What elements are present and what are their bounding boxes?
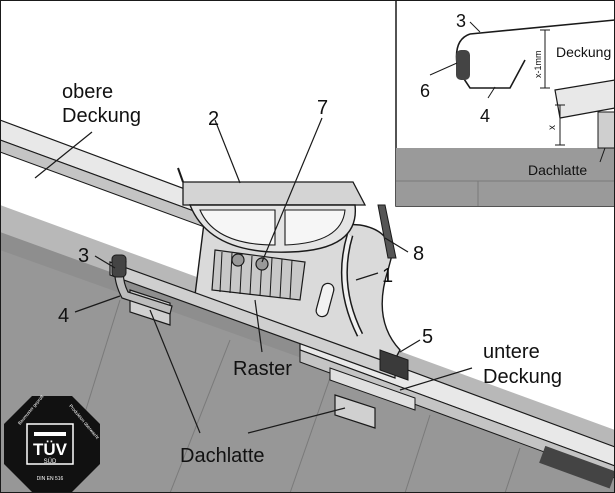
label-lower-cover-1: untere xyxy=(483,341,540,363)
holder-loop-inner-right xyxy=(284,209,346,246)
bolt-2 xyxy=(255,257,269,271)
holder-top xyxy=(182,181,367,206)
leader-lines xyxy=(34,117,473,434)
inset-floor xyxy=(396,148,615,206)
label-8: 8 xyxy=(413,243,424,265)
label-upper-cover-2: Deckung xyxy=(62,105,141,127)
tuv-badge-inner xyxy=(26,423,74,465)
bracket-arc-inner xyxy=(342,234,362,336)
tuv-norm: DIN EN 516 xyxy=(37,476,64,482)
tuv-badge-top-bar xyxy=(34,432,66,436)
inset-label-batten: Dachlatte xyxy=(528,162,587,178)
lower-cover-tile-edge xyxy=(299,349,615,479)
bolt-1 xyxy=(231,253,245,267)
lower-right-clip xyxy=(539,445,615,489)
inset-part-6 xyxy=(456,50,470,80)
holder-loop-inner-left xyxy=(199,209,276,246)
inset-label-6: 6 xyxy=(420,81,430,101)
bracket-plate xyxy=(109,261,396,379)
inset-dim-top-label: x-1mm xyxy=(533,51,543,79)
inset-label-cover: Deckung xyxy=(556,44,611,60)
part-8-rod xyxy=(377,204,397,259)
holder-wire xyxy=(177,167,184,183)
label-7: 7 xyxy=(317,97,328,119)
inset-batten xyxy=(597,111,615,149)
label-batten: Dachlatte xyxy=(180,445,265,467)
label-upper-cover-1: obere xyxy=(62,81,113,103)
inset-cover xyxy=(554,79,615,119)
inset-label-3: 3 xyxy=(456,11,466,31)
hook-part-3 xyxy=(111,254,127,278)
label-3: 3 xyxy=(78,245,89,267)
label-raster: Raster xyxy=(233,358,292,380)
label-lower-cover-2: Deckung xyxy=(483,366,562,388)
label-2: 2 xyxy=(208,108,219,130)
tuv-sub: SÜD xyxy=(44,458,57,465)
bracket-slot xyxy=(315,282,335,318)
part-5-block xyxy=(379,349,409,381)
inset-detail xyxy=(395,0,615,207)
inset-dim-x-label: x xyxy=(547,125,558,130)
batten-lower xyxy=(334,394,376,429)
label-5: 5 xyxy=(422,326,433,348)
batten-lower-clip xyxy=(329,367,416,411)
label-4: 4 xyxy=(58,305,69,327)
inset-label-4: 4 xyxy=(480,106,490,126)
tuv-brand: TÜV xyxy=(33,440,68,459)
label-1: 1 xyxy=(382,265,393,287)
